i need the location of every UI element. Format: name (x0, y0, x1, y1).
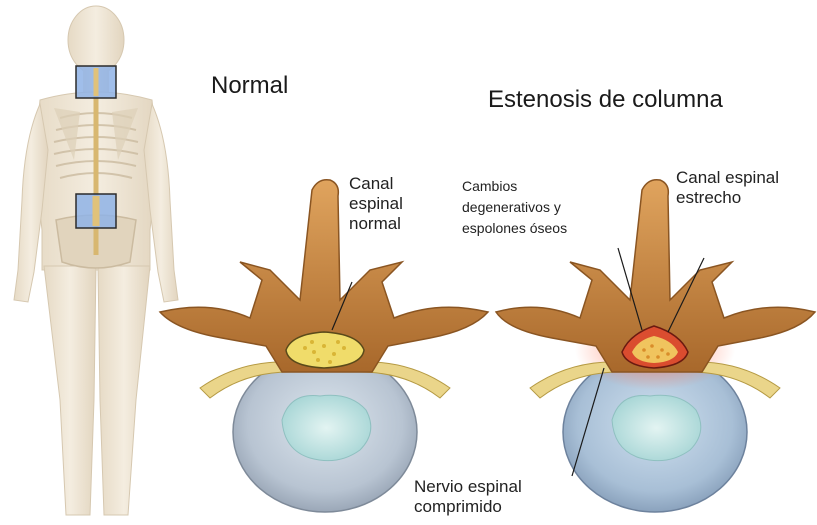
normal-heading: Normal (211, 72, 288, 100)
disc-nucleus (612, 395, 701, 460)
normal-spinal-canal (286, 332, 364, 368)
degenerative-changes-label: Cambios degenerativos y espolones óseos (462, 176, 567, 239)
normal-vertebra-cross-section-icon (160, 180, 488, 512)
stenosis-heading: Estenosis de columna (488, 86, 723, 114)
human-skeleton-back-view-icon (14, 6, 178, 515)
normal-canal-label: Canal espinal normal (349, 174, 403, 234)
compressed-nerve-label: Nervio espinal comprimido (414, 477, 522, 517)
disc-nucleus (282, 395, 371, 460)
narrow-canal-label: Canal espinal estrecho (676, 168, 779, 208)
